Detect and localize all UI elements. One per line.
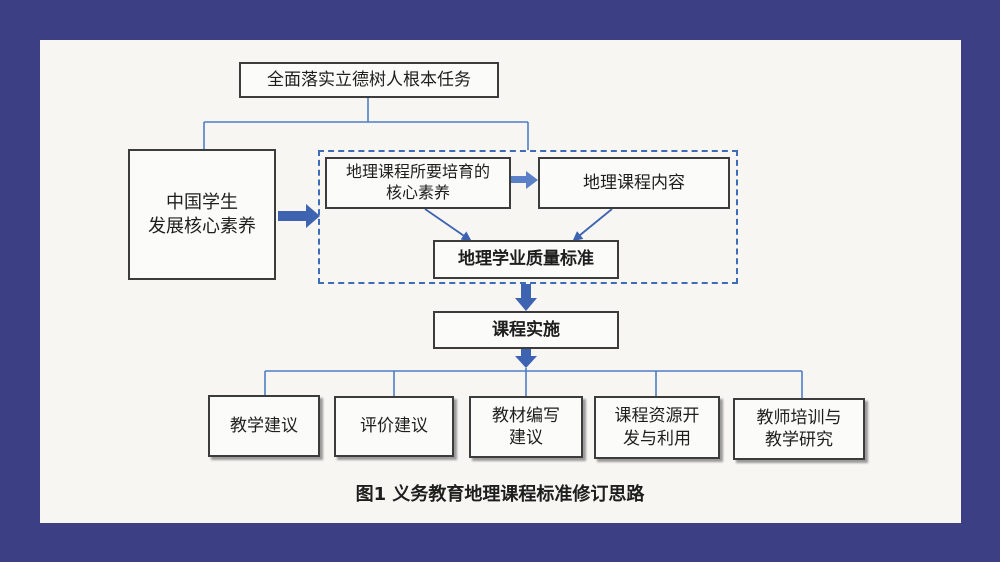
implementation-label: 课程实施 <box>492 319 560 340</box>
core-literacy-cn-label: 中国学生 发展核心素养 <box>148 192 256 237</box>
outcome-textbook-label: 教材编写 建议 <box>492 405 560 448</box>
course-content-label: 地理课程内容 <box>583 172 685 193</box>
outcome-textbook-box: 教材编写 建议 <box>469 396 583 458</box>
implementation-to-outcomes-arrow <box>515 348 537 368</box>
content-to-standard-arrow <box>572 208 613 242</box>
outcome-teaching-box: 教学建议 <box>208 395 320 457</box>
outcome-resources-box: 课程资源开 发与利用 <box>594 396 720 459</box>
figure-caption: 图1 义务教育地理课程标准修订思路 <box>355 484 645 505</box>
core-literacy-cn-box: 中国学生 发展核心素养 <box>128 149 276 280</box>
core-literacy-geo-label: 地理课程所要培育的 核心素养 <box>345 162 490 202</box>
core-literacy-geo-box: 地理课程所要培育的 核心素养 <box>325 157 511 209</box>
top-task-box: 全面落实立德树人根本任务 <box>239 62 499 98</box>
standard-to-implementation-arrow <box>515 284 537 311</box>
course-content-box: 地理课程内容 <box>538 157 730 209</box>
outcome-teaching-label: 教学建议 <box>230 415 298 436</box>
outcome-evaluation-box: 评价建议 <box>334 396 454 457</box>
outcome-training-box: 教师培训与 教学研究 <box>733 398 865 460</box>
implementation-box: 课程实施 <box>433 311 619 349</box>
literacy-to-content-arrow <box>510 171 538 189</box>
outcome-resources-label: 课程资源开 发与利用 <box>614 406 700 449</box>
top-bracket-connector <box>203 97 529 150</box>
outcome-evaluation-label: 评价建议 <box>360 416 428 437</box>
top-task-label: 全面落实立德树人根本任务 <box>267 69 471 90</box>
core-to-group-arrow <box>278 204 320 228</box>
outcome-training-label: 教师培训与 教学研究 <box>756 407 842 450</box>
quality-standard-box: 地理学业质量标准 <box>433 240 619 279</box>
curriculum-group-frame <box>318 150 738 284</box>
literacy-to-standard-arrow <box>424 208 472 242</box>
quality-standard-label: 地理学业质量标准 <box>458 249 594 270</box>
outcome-bracket-connector <box>264 368 803 398</box>
